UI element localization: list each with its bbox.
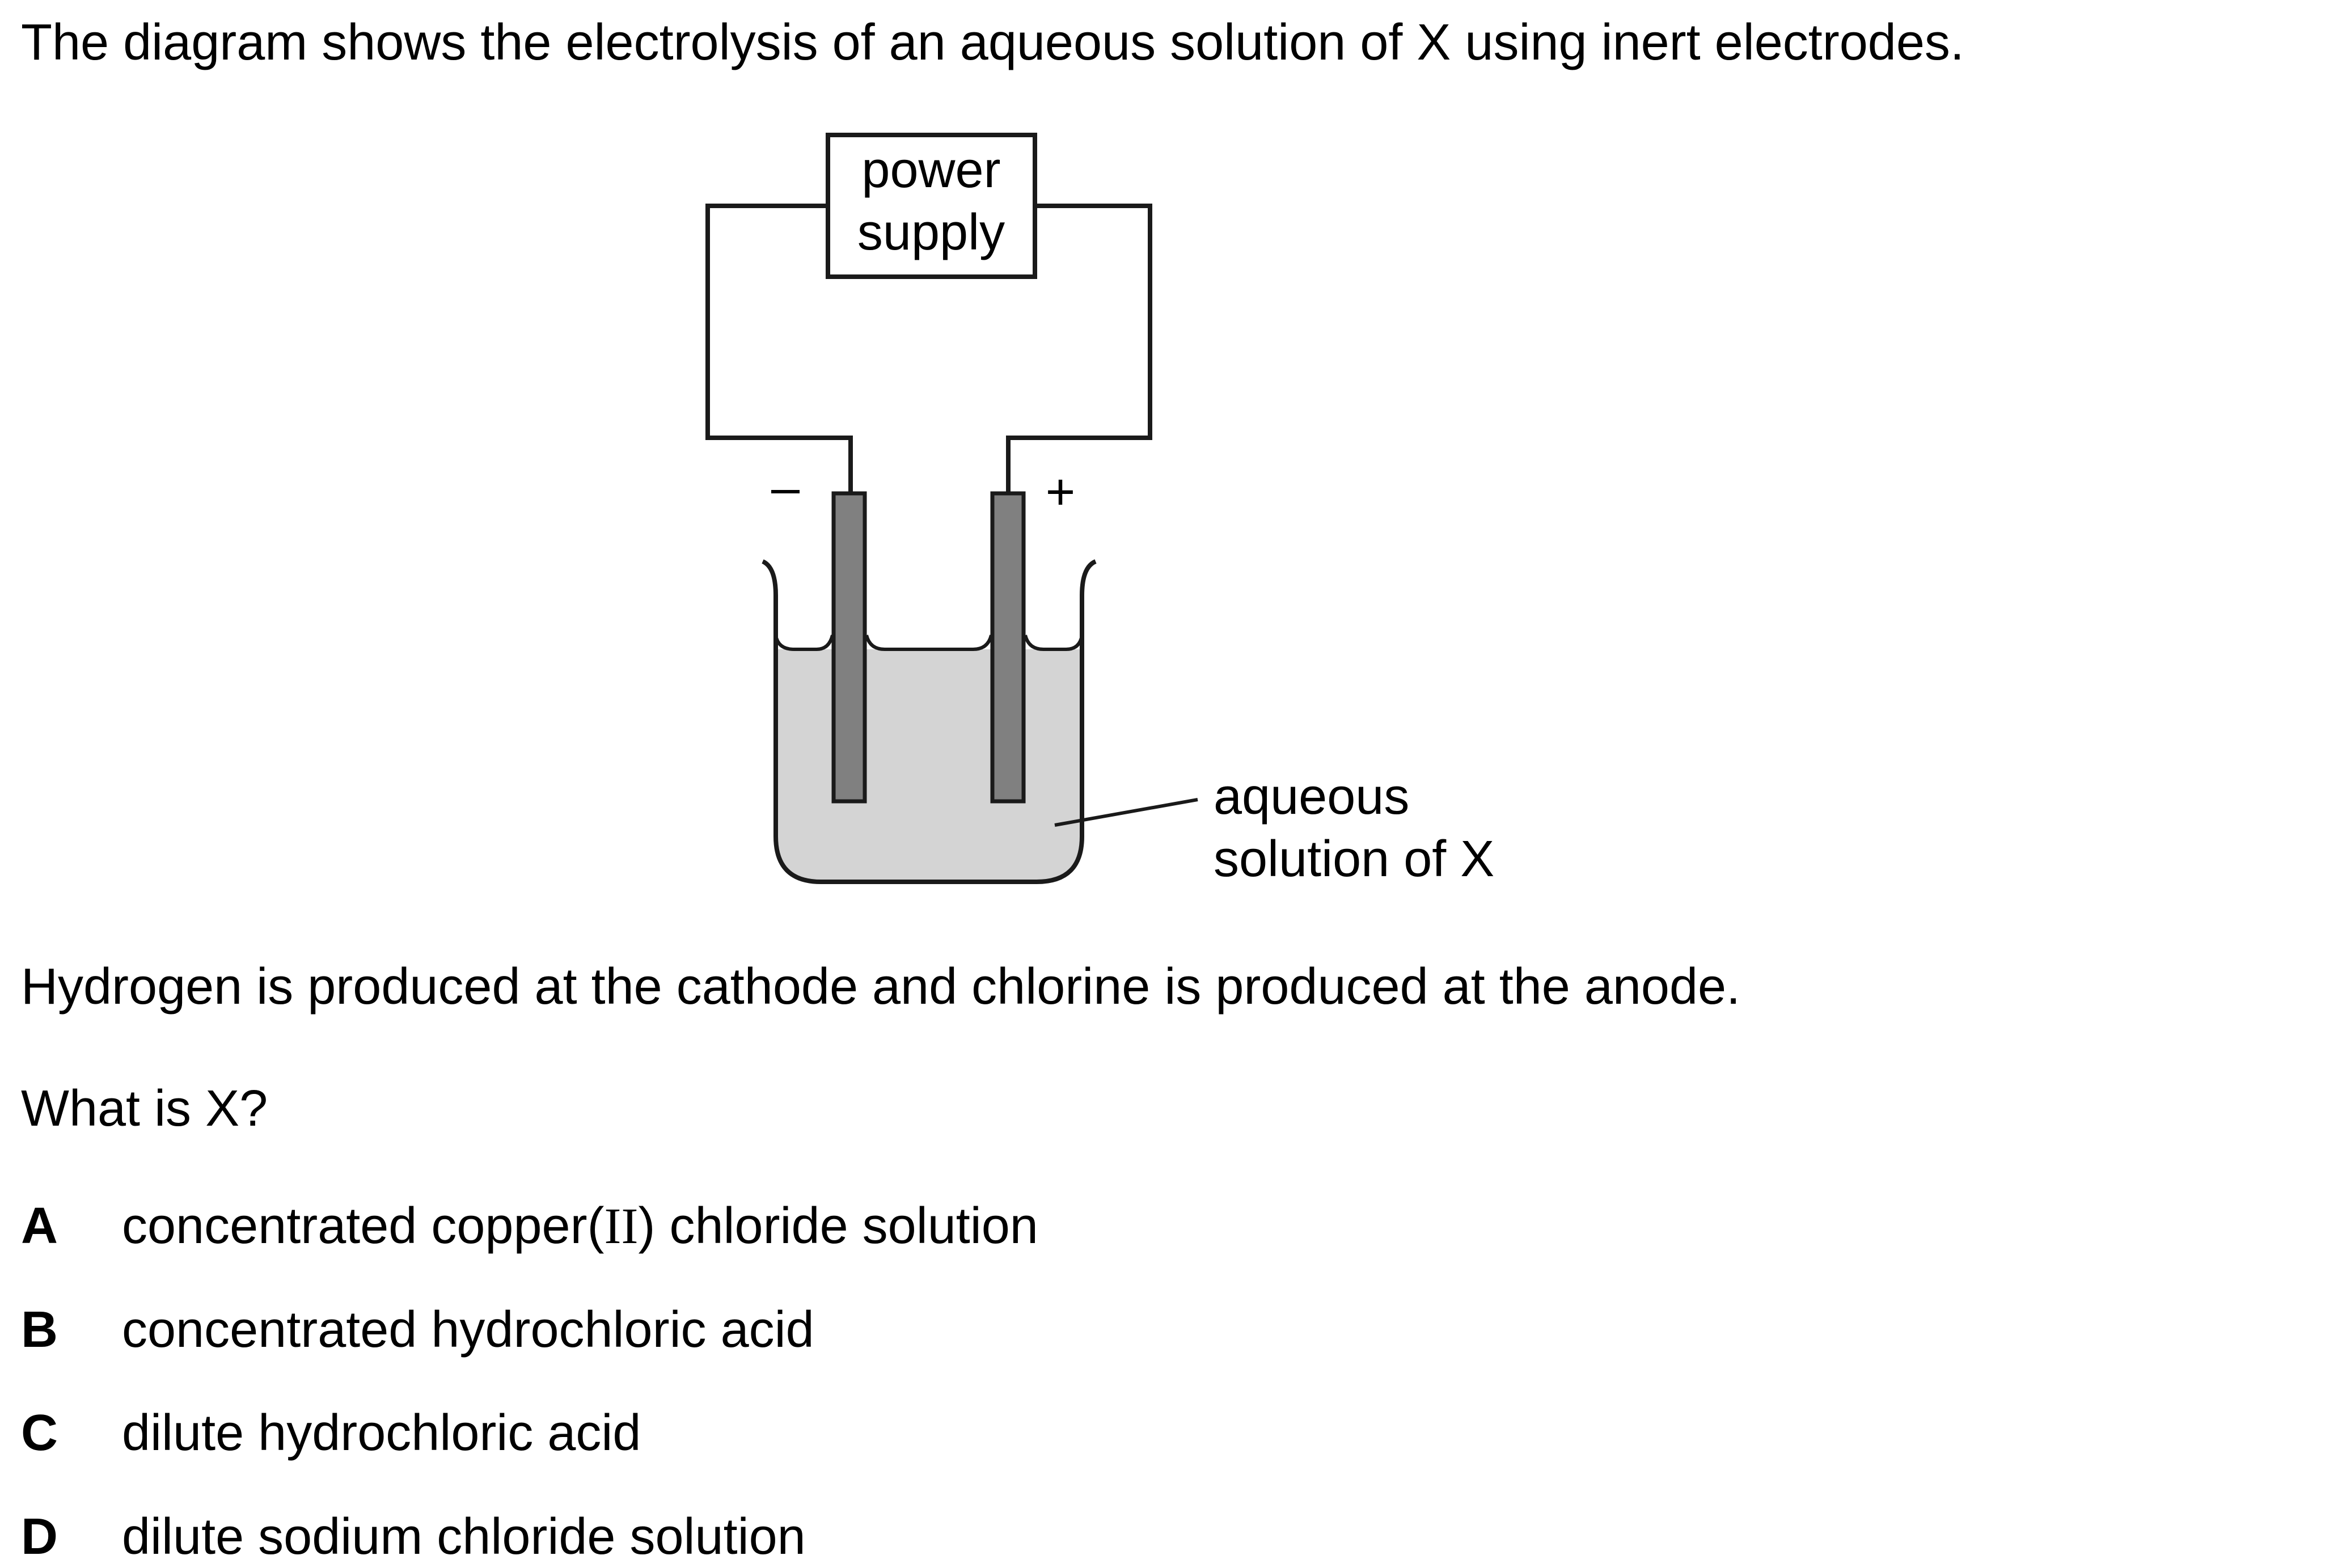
power-supply-box [826,133,1037,279]
question-intro: The diagram shows the electrolysis of an… [21,14,1964,71]
right-wire [1006,204,1152,493]
option-a-text[interactable]: concentrated copper(II) chloride solutio… [122,1201,1038,1252]
question-statement: Hydrogen is produced at the cathode and … [21,958,1741,1015]
electrolysis-diagram: power supply – + aqueous solution of X [705,133,1494,887]
anode-electrode [990,491,1026,804]
question-prompt: What is X? [21,1080,268,1137]
solution-fill [776,649,1082,882]
negative-sign: – [771,459,800,516]
cathode-electrode [831,491,867,804]
option-b-letter: B [21,1301,58,1358]
solution-label-leader [1054,798,1198,827]
option-d-letter: D [21,1508,58,1565]
option-c-text[interactable]: dilute hydrochloric acid [122,1405,641,1461]
beaker [762,559,1097,884]
solution-label-line2: solution of X [1214,831,1494,887]
solution-label-line1: aqueous [1214,768,1409,825]
option-c-letter: C [21,1405,58,1461]
option-d-text[interactable]: dilute sodium chloride solution [122,1508,806,1565]
option-a-letter: A [21,1198,58,1254]
left-wire [705,204,853,493]
liquid-surface [774,635,1084,651]
option-b-text[interactable]: concentrated hydrochloric acid [122,1301,814,1358]
power-supply-label-line1: power [861,142,1000,198]
option-a-roman-numeral: II [604,1198,639,1254]
option-a-text-after: ) chloride solution [638,1198,1038,1254]
power-supply-label-line2: supply [857,204,1005,261]
positive-sign: + [1046,464,1076,521]
option-a-text-before: concentrated copper( [122,1198,604,1254]
